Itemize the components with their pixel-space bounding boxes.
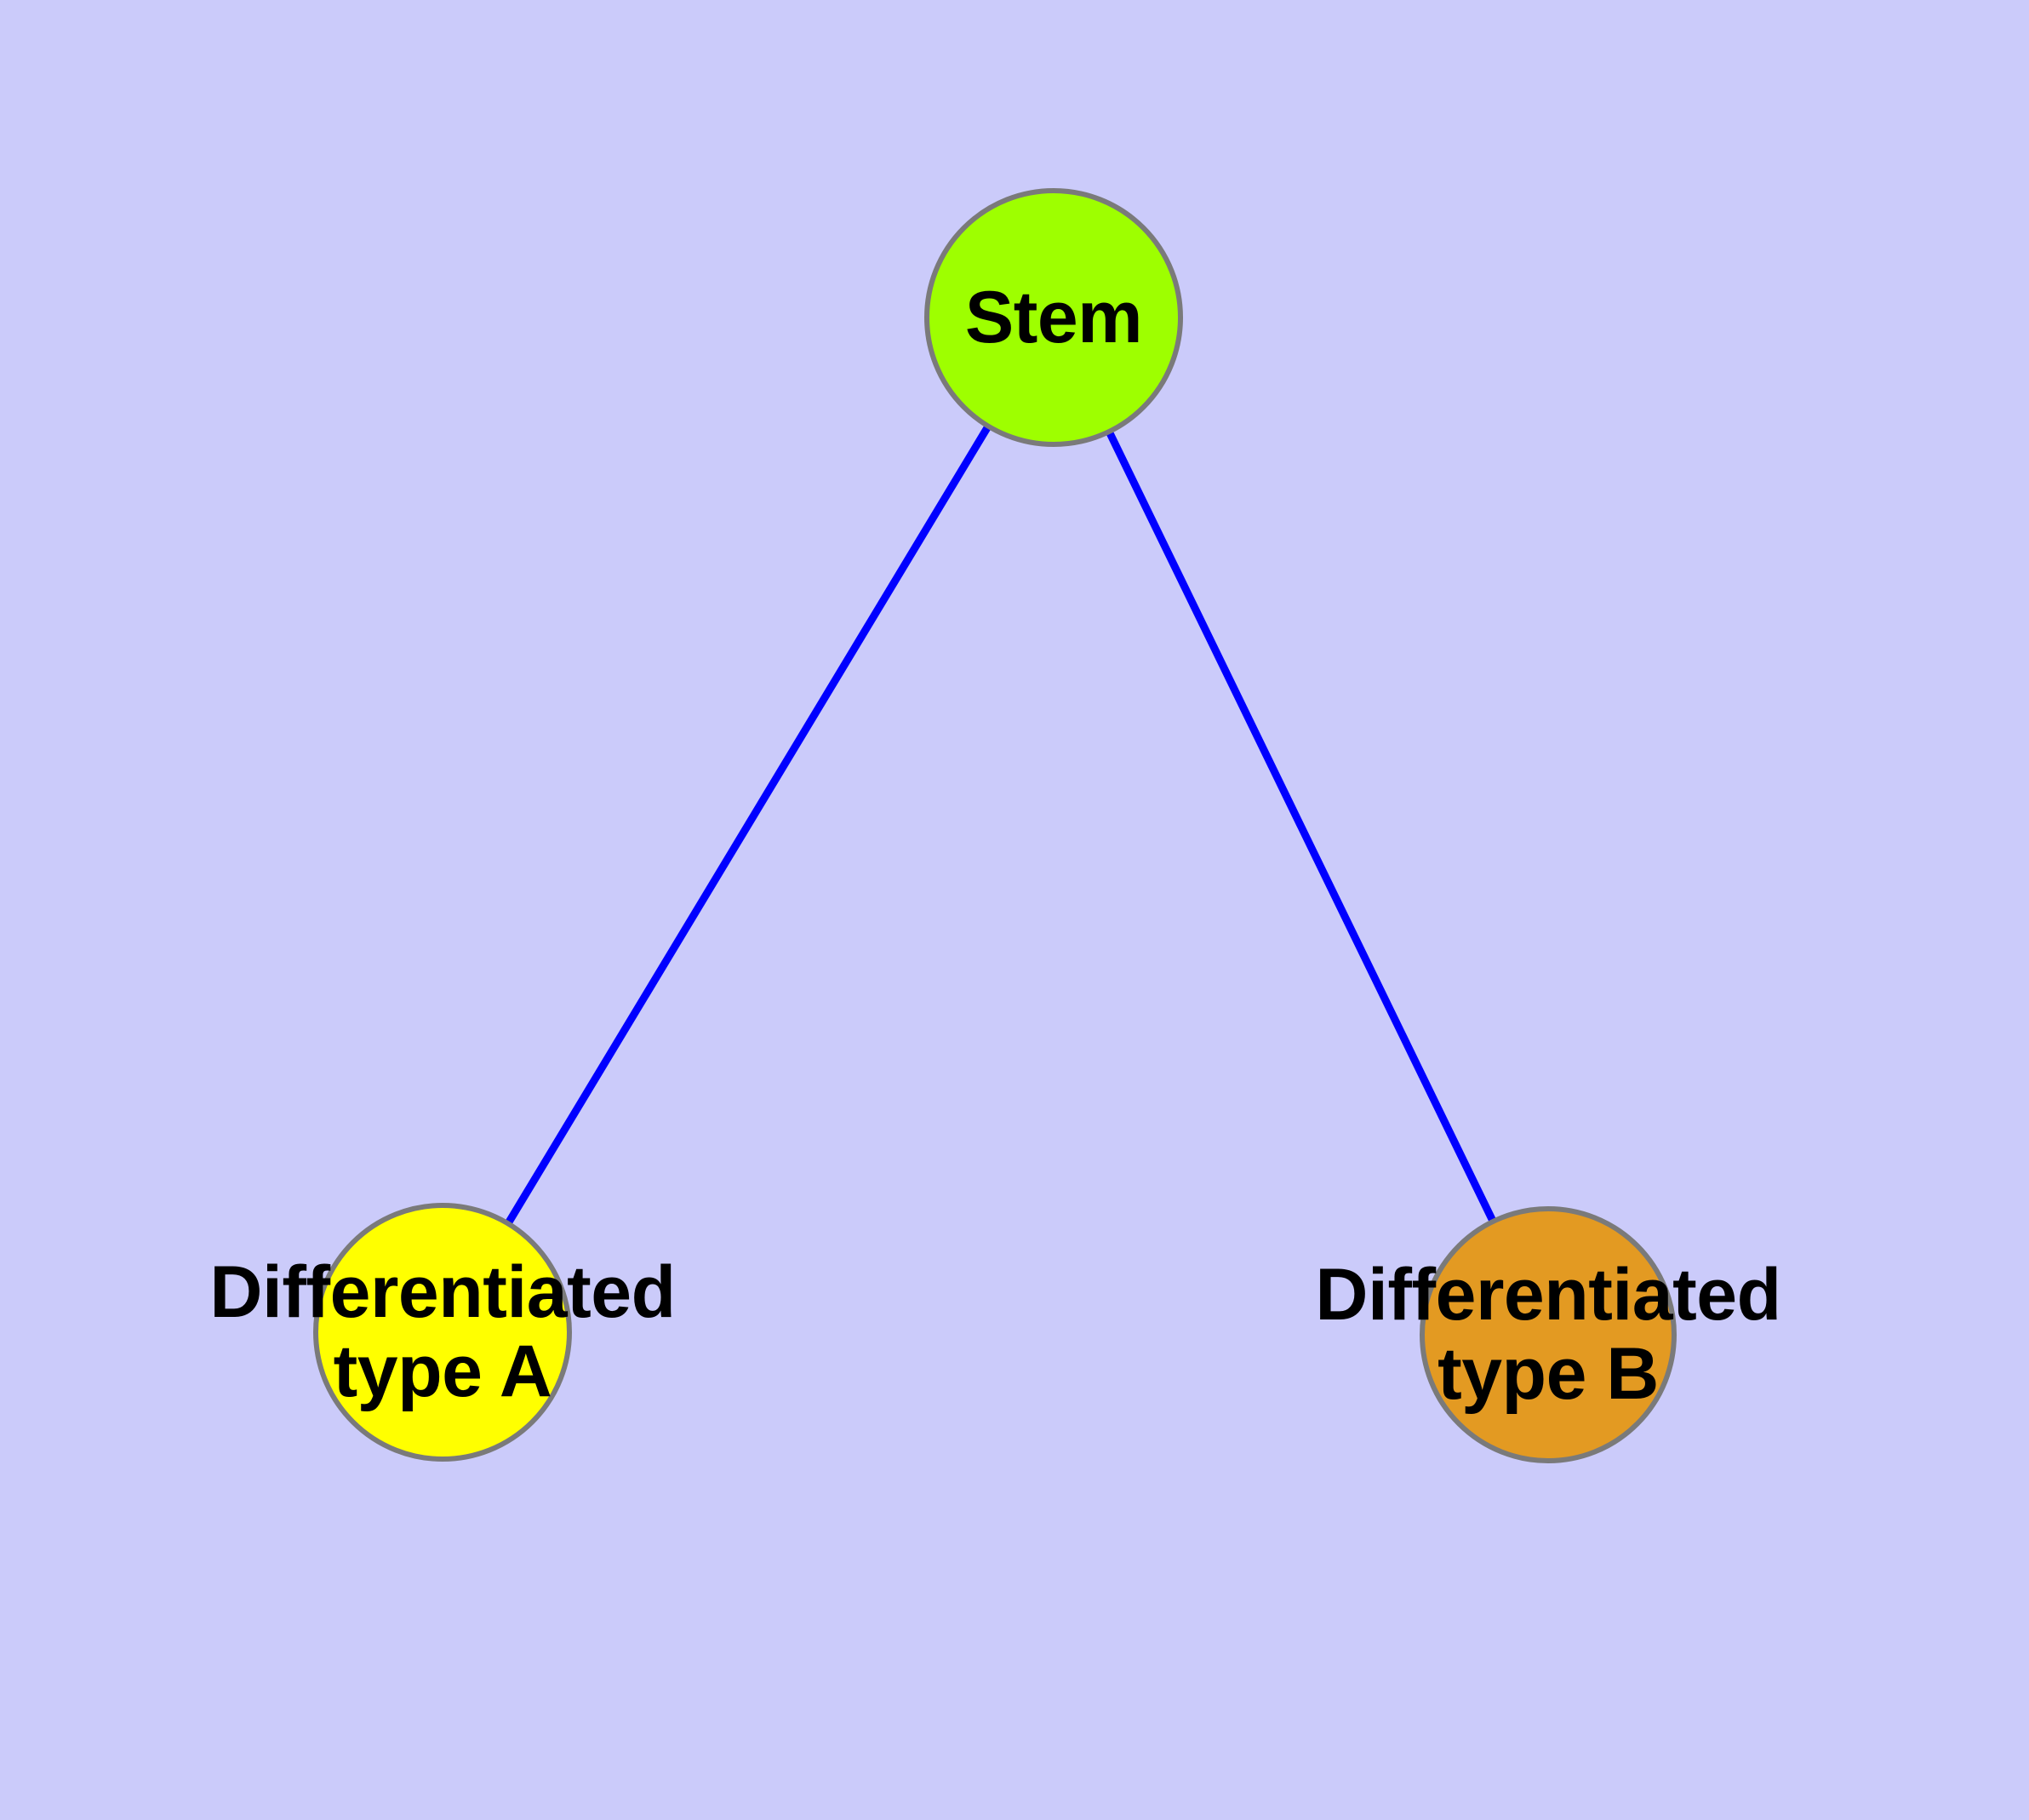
graph-node-diff_b[interactable]: [1420, 1206, 1677, 1463]
graph-edge[interactable]: [439, 315, 1057, 1335]
graph-node-diff_a[interactable]: [313, 1203, 572, 1462]
edges-group: [439, 315, 1552, 1336]
graph-node-stem[interactable]: [924, 188, 1183, 447]
graph-edge[interactable]: [1049, 316, 1552, 1336]
